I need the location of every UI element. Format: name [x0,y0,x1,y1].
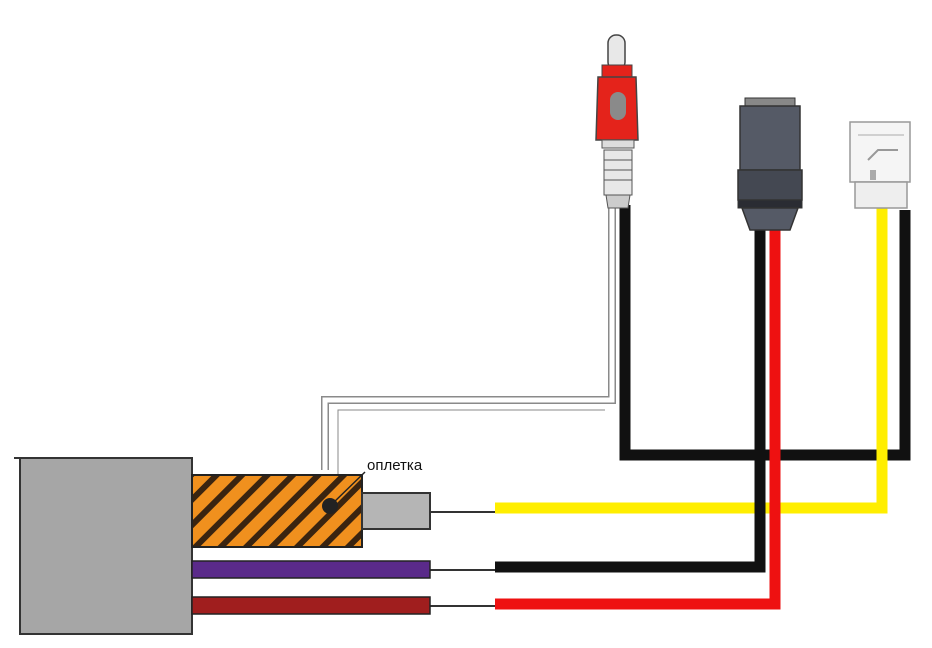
purple-wire [191,560,431,579]
device-block [14,457,193,635]
dc-ground-wire [495,228,766,573]
video-signal-wire [321,205,616,478]
splice-lines [430,511,495,607]
rca-plug [595,34,639,209]
yellow-signal-wire [495,208,888,514]
darkred-wire [191,596,431,615]
dc-positive-wire [495,228,781,610]
video-core [361,492,431,530]
bare-terminal [849,121,911,209]
braided-shield [191,474,363,548]
shield-marker [322,471,366,514]
dc-power-jack [737,97,803,231]
shield-label: оплетка [367,457,423,474]
